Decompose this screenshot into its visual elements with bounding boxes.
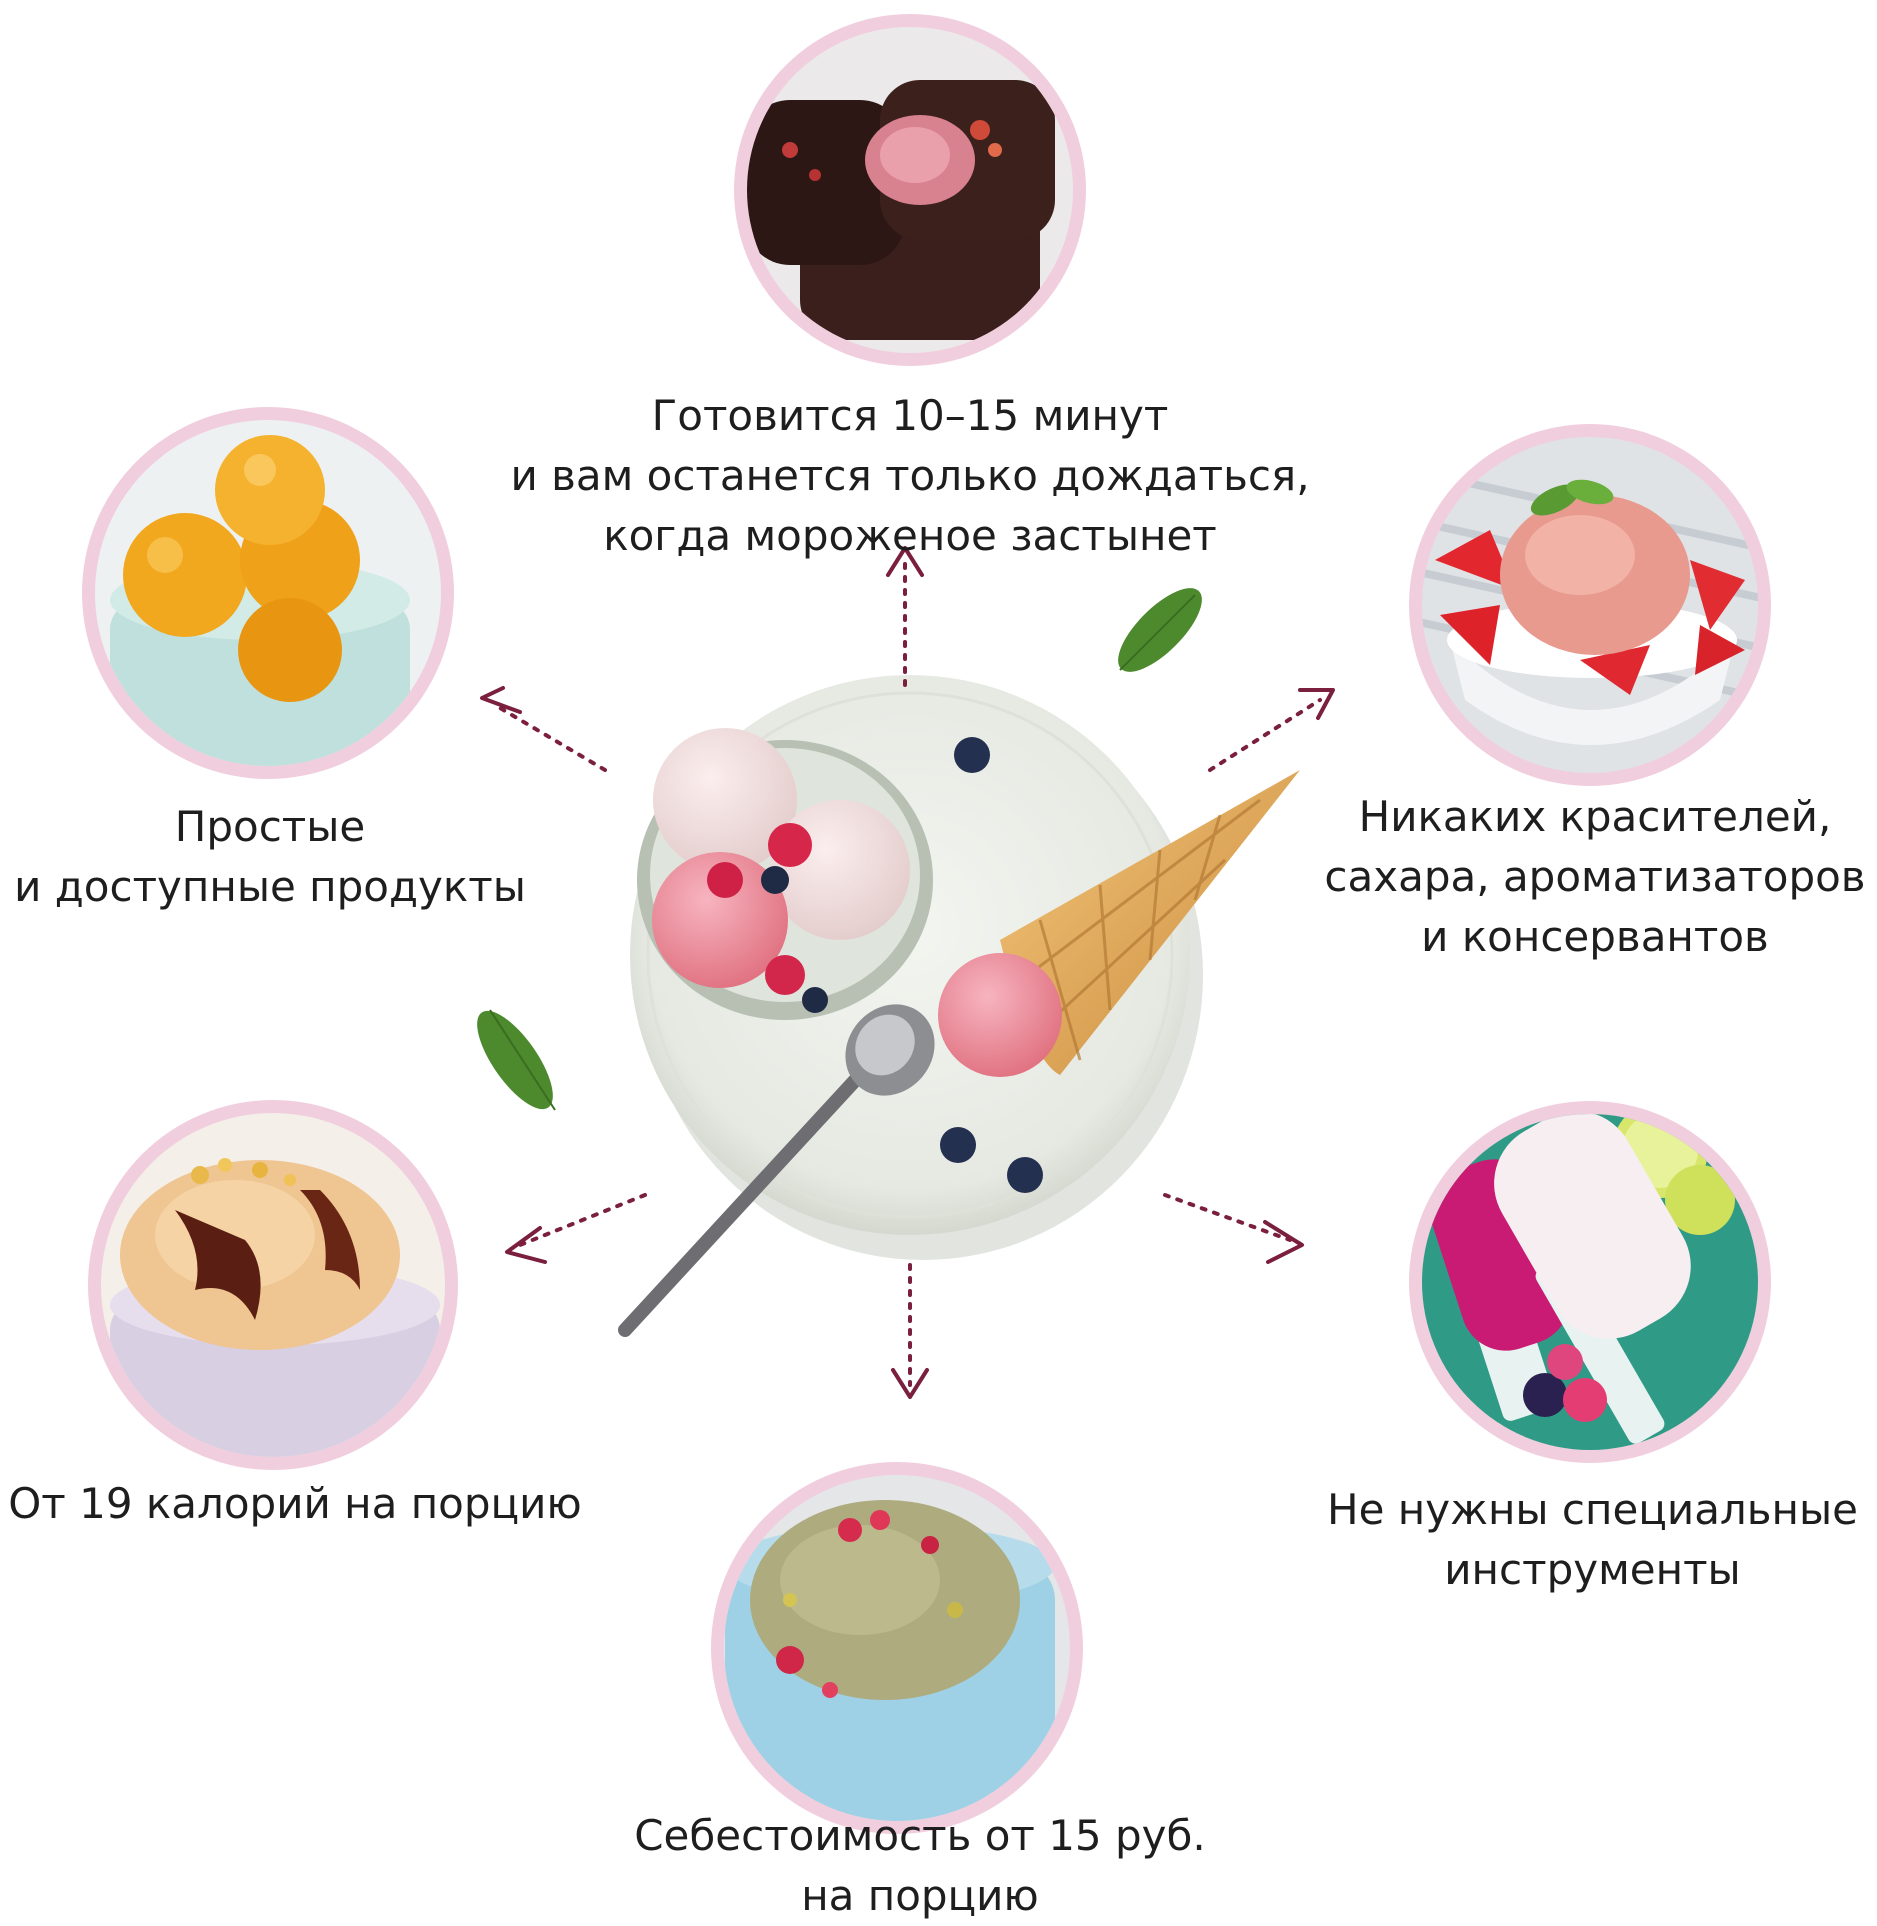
scoop-cream [653, 728, 797, 872]
caption-products: Простые и доступные продукты [0, 797, 540, 917]
center-illustration [477, 588, 1300, 1337]
feature-image-tools [1409, 1101, 1771, 1463]
caption-natural: Никаких красителей, сахара, ароматизатор… [1315, 787, 1875, 967]
scoop-pink [938, 953, 1062, 1077]
blueberry [1007, 1157, 1043, 1193]
caption-line: сахара, ароматизаторов [1324, 852, 1866, 901]
caption-line: Себестоимость от 15 руб. [634, 1811, 1206, 1860]
caption-line: когда мороженое застынет [603, 511, 1217, 560]
caption-cost: Себестоимость от 15 руб. на порцию [590, 1806, 1250, 1926]
scoop-cream [770, 800, 910, 940]
arrow-down-right [1163, 1193, 1292, 1242]
feature-image-calories [88, 1100, 458, 1470]
caption-line: инструменты [1444, 1545, 1741, 1594]
arrow-down-left [518, 1193, 647, 1247]
caption-line: Простые [174, 802, 366, 851]
feature-image-natural [1409, 424, 1771, 786]
caption-line: и доступные продукты [14, 862, 526, 911]
caption-tools: Не нужны специальные инструменты [1310, 1480, 1875, 1600]
blueberry [940, 1127, 976, 1163]
caption-calories: От 19 калорий на порцию [0, 1474, 590, 1534]
caption-time: Готовится 10–15 минут и вам останется то… [470, 386, 1350, 566]
caption-line: Готовится 10–15 минут [651, 391, 1169, 440]
scoop-pink [652, 852, 788, 988]
caption-line: Никаких красителей, [1358, 792, 1832, 841]
feature-image-products [82, 407, 454, 779]
caption-line: на порцию [801, 1871, 1039, 1920]
arrow-up-right [1208, 698, 1322, 772]
spoon [618, 1068, 867, 1337]
mint-leaf [477, 1010, 553, 1110]
feature-image-time [734, 14, 1086, 366]
arrows [493, 558, 1322, 1387]
caption-line: и консервантов [1421, 912, 1769, 961]
feature-image-cost [711, 1462, 1083, 1834]
arrow-up-left [493, 703, 607, 772]
caption-line: и вам останется только дождаться, [510, 451, 1310, 500]
blueberry [954, 737, 990, 773]
caption-line: Не нужны специальные [1327, 1485, 1858, 1534]
caption-line: От 19 калорий на порцию [8, 1479, 582, 1528]
